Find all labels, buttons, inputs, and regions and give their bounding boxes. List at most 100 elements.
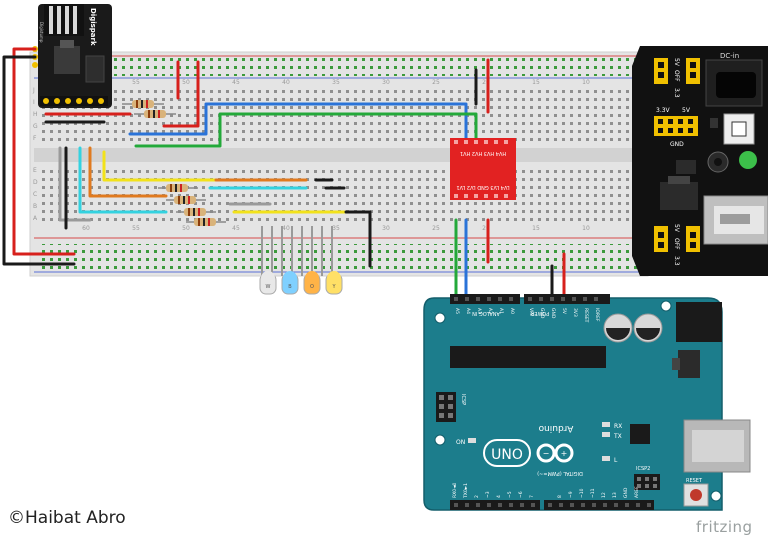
column-number-top: 15 [532,79,540,86]
breadboard-power-module: DC-in 5V OFF 3.3 3.3V 5V GND [632,46,768,276]
column-number-bottom: 45 [232,225,240,232]
on-label: ON [456,439,465,446]
bottom-power-rail [40,244,640,270]
uno-label: UNO [491,447,523,463]
led-dome [261,271,275,285]
label-3v3: 3.3V [656,107,671,114]
power-pin-label: IOREF [594,308,600,322]
power-pin-label: GND [539,308,545,319]
dc-jack [676,302,722,342]
power-pin-label: 3V3 [572,308,578,317]
tx-label: TX [613,433,622,440]
digispark-model: Digistump [39,22,44,43]
dc-in-label: DC-in [720,52,739,60]
wire-cyan-1 [78,146,168,214]
center-channel [34,148,644,162]
analog-pin-label: A3 [476,308,482,314]
column-number-top: 30 [382,79,390,86]
wire-gray-1 [58,146,92,222]
resistors [122,100,226,226]
column-number-top: 10 [582,79,590,86]
row-letter-c: C [33,191,37,198]
logic-level-shifter: HV4 HV3 HV2 HV1 LV4 LV3 GND LV2 LV1 [450,138,516,200]
led-label: B [288,284,292,290]
led-3: O [303,271,321,295]
digital-pin-label: AREF [634,486,640,498]
digital-pin-label: ~9 [568,491,574,498]
digispark-header [40,96,108,106]
author-credit: ©Haibat Abro [8,508,126,528]
digital-pin-label: 4 [496,495,502,498]
digital-pin-label: RX0◄0 [452,482,458,498]
row-letter-i: I [33,99,35,106]
digital-pin-label: ~6 [518,491,524,498]
wires [2,47,566,300]
digital-pin-label: ~3 [485,491,491,498]
svg-text:+: + [561,449,568,458]
led-dome [305,271,319,285]
resistor-1 [122,100,164,108]
column-number-top: 35 [332,79,340,86]
digital-pin-label: 12 [601,492,607,498]
svg-text:−: − [543,449,550,458]
wire-red-digispark-vin [12,47,76,256]
column-number-top: 50 [182,79,190,86]
digispark-board: Digispark Digistump [32,4,112,108]
l-label: L [614,457,618,464]
row-letter-e: E [33,167,37,174]
row-letter-f: F [33,135,37,142]
rx-label: RX [614,423,622,430]
row-letter-g: G [33,123,38,130]
wire-black-5 [344,210,372,268]
resistor-3 [158,184,198,192]
row-letter-d: D [33,179,38,186]
wire-black-digispark-gnd [2,55,76,266]
top-power-rail [108,58,638,76]
analog-header [450,294,520,304]
top-jumper-off: OFF [673,70,680,82]
digital-pin-label: GND [623,487,629,498]
top-jumper-5v: 5V [673,58,680,67]
led-dome [283,271,297,285]
column-number-top: 25 [432,79,440,86]
led-4: Y [325,271,343,295]
bottom-jumper-off: OFF [673,238,680,250]
resistor-4 [166,196,206,204]
resistor-6 [186,218,226,226]
power-header [524,294,610,304]
wire-red-rail-2 [162,60,200,128]
column-number-top: 20 [482,79,490,86]
led-2: B [281,271,299,295]
bottom-jumper-5v: 5V [673,224,680,233]
resistor-2 [134,110,176,118]
breadboard: J I H G F E D C B A 55101015152020252530… [29,51,649,277]
arduino-logo: UNO − + Arduino [483,423,574,467]
wire-yellow-1 [102,150,218,182]
analog-pin-label: A0 [509,308,515,314]
atmega-chip [450,346,606,368]
digital-pin-label: 13 [612,492,618,498]
led-1: W [259,271,277,295]
digital-pin-label: 2 [474,495,480,498]
fritzing-watermark: fritzing [696,518,753,536]
shifter-lv-labels: LV4 LV3 GND LV2 LV1 [456,184,509,190]
label-5v: 5V [682,107,691,114]
column-number-bottom: 60 [82,225,90,232]
power-pin-label: 5V [561,308,567,315]
digital-pin-label: ~5 [507,491,513,498]
row-letter-a: A [33,215,38,222]
led-label: Y [331,284,336,290]
column-number-top: 40 [282,79,290,86]
icsp-label: ICSP [460,394,466,405]
top-jumper-3v3: 3.3 [673,88,680,98]
column-number-bottom: 40 [282,225,290,232]
analog-in-label: ANALOG IN [472,310,500,316]
analog-pin-label: A5 [454,308,460,314]
reset-button-cap[interactable] [690,489,702,501]
digital-pin-label: TX0►1 [463,483,469,499]
digital-pin-label: ~10 [579,488,585,498]
wire-orange-1 [88,146,168,198]
power-label: POWER [530,310,549,316]
